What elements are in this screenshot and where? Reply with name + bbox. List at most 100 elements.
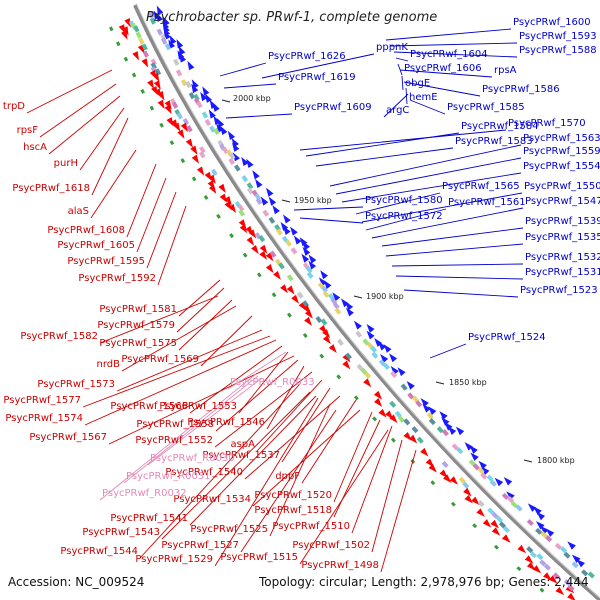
reverse-gene-arrow (255, 178, 263, 189)
reverse-gene-arrow (216, 118, 225, 128)
rna-label[interactable]: PsycPRwf_R0030 (150, 453, 235, 464)
gene-label[interactable]: PsycPRwf_1592 (78, 273, 156, 284)
gene-label[interactable]: PsycPRwf_1605 (57, 240, 135, 251)
gene-label[interactable]: PsycPRwf_1609 (294, 102, 372, 113)
gene-label[interactable]: PsycPRwf_1618 (12, 183, 90, 194)
gene-label[interactable]: PsycPRwf_1510 (272, 521, 350, 532)
gene-label[interactable]: purH (54, 158, 78, 169)
category-block (142, 50, 149, 58)
gene-label[interactable]: PsycPRwf_1535 (525, 232, 600, 243)
gene-label[interactable]: PsycPRwf_1524 (468, 332, 546, 343)
category-block (321, 285, 328, 293)
rna-label[interactable]: PsycPRwf_R0033 (230, 377, 315, 388)
gene-label[interactable]: PsycPRwf_1569 (121, 354, 199, 365)
gene-label[interactable]: PsycPRwf_1529 (135, 554, 213, 565)
reverse-gene-arrow (533, 506, 542, 515)
gene-label[interactable]: PsycPRwf_1585 (447, 102, 525, 113)
gene-label[interactable]: PsycPRwf_1540 (165, 467, 243, 478)
gene-label[interactable]: PsycPRwf_1606 (404, 63, 482, 74)
gene-label[interactable]: PsycPRwf_1553 (159, 401, 237, 412)
feature-group (397, 398, 429, 423)
gene-label[interactable]: PsycPRwf_1539 (525, 216, 600, 227)
gene-label[interactable]: alaS (68, 206, 89, 217)
gene-label[interactable]: PsycPRwf_1554 (523, 161, 600, 172)
gene-label[interactable]: PsycPRwf_1563 (523, 133, 600, 144)
gene-label[interactable]: PsycPRwf_1608 (47, 225, 125, 236)
gene-label[interactable]: PsycPRwf_1575 (99, 338, 177, 349)
tick-mark (281, 199, 291, 203)
gene-label[interactable]: PsycPRwf_1572 (365, 211, 443, 222)
feature-group (443, 452, 479, 483)
gene-label[interactable]: PsycPRwf_1626 (268, 51, 346, 62)
gene-label[interactable]: PsycPRwf_1537 (202, 450, 280, 461)
gene-label[interactable]: PsycPRwf_1544 (60, 546, 138, 557)
gene-label[interactable]: PsycPRwf_1541 (110, 513, 188, 524)
gene-label[interactable]: PsycPRwf_1580 (365, 195, 443, 206)
gene-label[interactable]: pppnK (376, 42, 408, 53)
gene-label[interactable]: rpsA (494, 65, 517, 76)
gene-label[interactable]: PsycPRwf_1584 (461, 121, 539, 132)
gene-label[interactable]: PsycPRwf_1586 (482, 84, 560, 95)
gene-label[interactable]: nrdB (97, 359, 121, 370)
gene-label[interactable]: PsycPRwf_1515 (220, 552, 298, 563)
gene-leader-line (409, 99, 446, 115)
gene-label[interactable]: PsycPRwf_1565 (442, 181, 520, 192)
marker-dot (123, 56, 129, 62)
gene-label[interactable]: trpD (3, 101, 25, 112)
gene-label[interactable]: hscA (23, 142, 47, 153)
gene-label[interactable]: rpsF (17, 125, 39, 136)
gene-label[interactable]: dppF (275, 471, 300, 482)
gene-label[interactable]: PsycPRwf_1502 (292, 540, 370, 551)
gene-label[interactable]: PsycPRwf_1543 (82, 527, 160, 538)
gene-label[interactable]: argC (386, 105, 409, 116)
gene-label[interactable]: PsycPRwf_1579 (97, 320, 175, 331)
rna-label[interactable]: PsycPRwf_R0032 (102, 488, 187, 499)
gene-label[interactable]: PsycPRwf_1532 (525, 252, 600, 263)
gene-label[interactable]: PsycPRwf_1581 (99, 304, 177, 315)
gene-label[interactable]: aspA (230, 439, 255, 450)
category-block (246, 187, 254, 195)
label-leader-lines (26, 28, 524, 573)
rna-label[interactable]: PsycPRwf_R0031 (126, 471, 211, 482)
gene-label[interactable]: PsycPRwf_1570 (508, 118, 586, 129)
gene-label[interactable]: PsycPRwf_1561 (448, 197, 526, 208)
gene-label[interactable]: PsycPRwf_1595 (67, 256, 145, 267)
reverse-gene-arrow (480, 466, 490, 475)
gene-label[interactable]: PsycPRwf_1583 (455, 136, 533, 147)
gene-label[interactable]: PsycPRwf_1604 (410, 49, 488, 60)
gene-label[interactable]: PsycPRwf_1582 (20, 331, 98, 342)
forward-gene-arrow (328, 344, 337, 353)
gene-label[interactable]: PsycPRwf_1593 (519, 31, 597, 42)
gene-label[interactable]: PsycPRwf_1558 (136, 419, 214, 430)
gene-label[interactable]: PsycPRwf_1525 (190, 524, 268, 535)
gene-label[interactable]: PsycPRwf_1546 (187, 417, 265, 428)
gene-label[interactable]: PsycPRwf_1534 (173, 494, 251, 505)
gene-label[interactable]: PsycPRwf_1552 (135, 435, 213, 446)
gene-label[interactable]: PsycPRwf_1566 (110, 401, 188, 412)
gene-label[interactable]: PsycPRwf_1531 (525, 267, 600, 278)
gene-label[interactable]: PsycPRwf_1518 (254, 505, 332, 516)
feature-group (543, 541, 576, 571)
gene-label[interactable]: PsycPRwf_1550 (524, 181, 600, 192)
gene-label[interactable]: hemE (409, 92, 438, 103)
gene-leader-line (82, 335, 271, 408)
gene-label[interactable]: PsycPRwf_1573 (37, 379, 115, 390)
gene-leader-line (335, 157, 522, 195)
gene-label[interactable]: PsycPRwf_1567 (29, 432, 107, 443)
gene-label[interactable]: PsycPRwf_1559 (523, 146, 600, 157)
gene-label[interactable]: PsycPRwf_1523 (520, 285, 598, 296)
category-block (258, 235, 266, 243)
gene-leader-line (395, 57, 409, 62)
gene-label[interactable]: PsycPRwf_1520 (254, 490, 332, 501)
gene-label[interactable]: PsycPRwf_1577 (3, 395, 81, 406)
gene-label[interactable]: PsycPRwf_1498 (301, 560, 379, 571)
gene-label[interactable]: PsycPRwf_1588 (519, 45, 597, 56)
gene-label[interactable]: PsycPRwf_1619 (278, 72, 356, 83)
gene-label[interactable]: PsycPRwf_1574 (5, 413, 83, 424)
forward-gene-arrow (322, 329, 331, 339)
gene-label[interactable]: PsycPRwf_1527 (161, 540, 239, 551)
gene-label[interactable]: obgE (405, 78, 430, 89)
gene-label[interactable]: PsycPRwf_1547 (525, 196, 600, 207)
reverse-gene-arrow (353, 320, 362, 330)
gene-label[interactable]: PsycPRwf_1600 (513, 17, 591, 28)
